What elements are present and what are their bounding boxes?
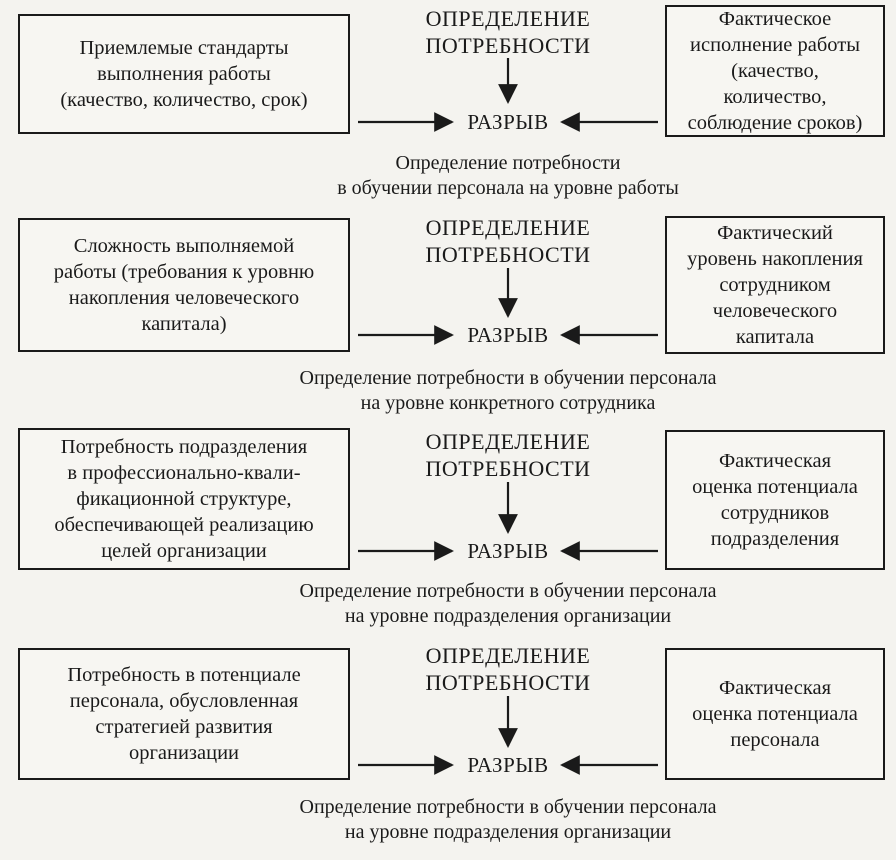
standard-box-4: Потребность в потенциале персонала, обус… bbox=[18, 648, 350, 780]
standard-text-4: Потребность в потенциале персонала, обус… bbox=[67, 664, 301, 764]
gap-label-3: РАЗРЫВ bbox=[467, 539, 549, 563]
actual-box-2: Фактический уровень накопления сотрудник… bbox=[665, 216, 885, 354]
section-caption-1: Определение потребности в обучении персо… bbox=[337, 152, 679, 199]
section-caption-3: Определение потребности в обучении персо… bbox=[299, 580, 717, 627]
actual-text-2: Фактический уровень накопления сотрудник… bbox=[687, 222, 863, 348]
actual-box-1: Фактическое исполнение работы (качество,… bbox=[665, 5, 885, 137]
section-caption-2: Определение потребности в обучении персо… bbox=[299, 367, 717, 414]
standard-text-3: Потребность подразделения в профессионал… bbox=[54, 436, 314, 562]
standard-box-2: Сложность выполняемой работы (требования… bbox=[18, 218, 350, 352]
actual-text-1: Фактическое исполнение работы (качество,… bbox=[687, 8, 863, 134]
actual-text-3: Фактическая оценка потенциала сотруднико… bbox=[692, 450, 858, 550]
gap-label-2: РАЗРЫВ bbox=[467, 323, 549, 347]
standard-box-1: Приемлемые стандарты выполнения работы (… bbox=[18, 14, 350, 134]
gap-label-1: РАЗРЫВ bbox=[467, 110, 549, 134]
need-heading-1: ОПРЕДЕЛЕНИЕ ПОТРЕБНОСТИ bbox=[425, 6, 591, 58]
actual-text-4: Фактическая оценка потенциала персонала bbox=[692, 677, 858, 751]
standard-box-3: Потребность подразделения в профессионал… bbox=[18, 428, 350, 570]
gap-label-4: РАЗРЫВ bbox=[467, 753, 549, 777]
actual-box-3: Фактическая оценка потенциала сотруднико… bbox=[665, 430, 885, 570]
need-heading-3: ОПРЕДЕЛЕНИЕ ПОТРЕБНОСТИ bbox=[425, 429, 591, 481]
need-heading-2: ОПРЕДЕЛЕНИЕ ПОТРЕБНОСТИ bbox=[425, 215, 591, 267]
section-caption-4: Определение потребности в обучении персо… bbox=[299, 796, 717, 843]
actual-box-4: Фактическая оценка потенциала персонала bbox=[665, 648, 885, 780]
standard-text-2: Сложность выполняемой работы (требования… bbox=[53, 235, 315, 335]
standard-text-1: Приемлемые стандарты выполнения работы (… bbox=[60, 37, 308, 111]
need-heading-4: ОПРЕДЕЛЕНИЕ ПОТРЕБНОСТИ bbox=[425, 643, 591, 695]
